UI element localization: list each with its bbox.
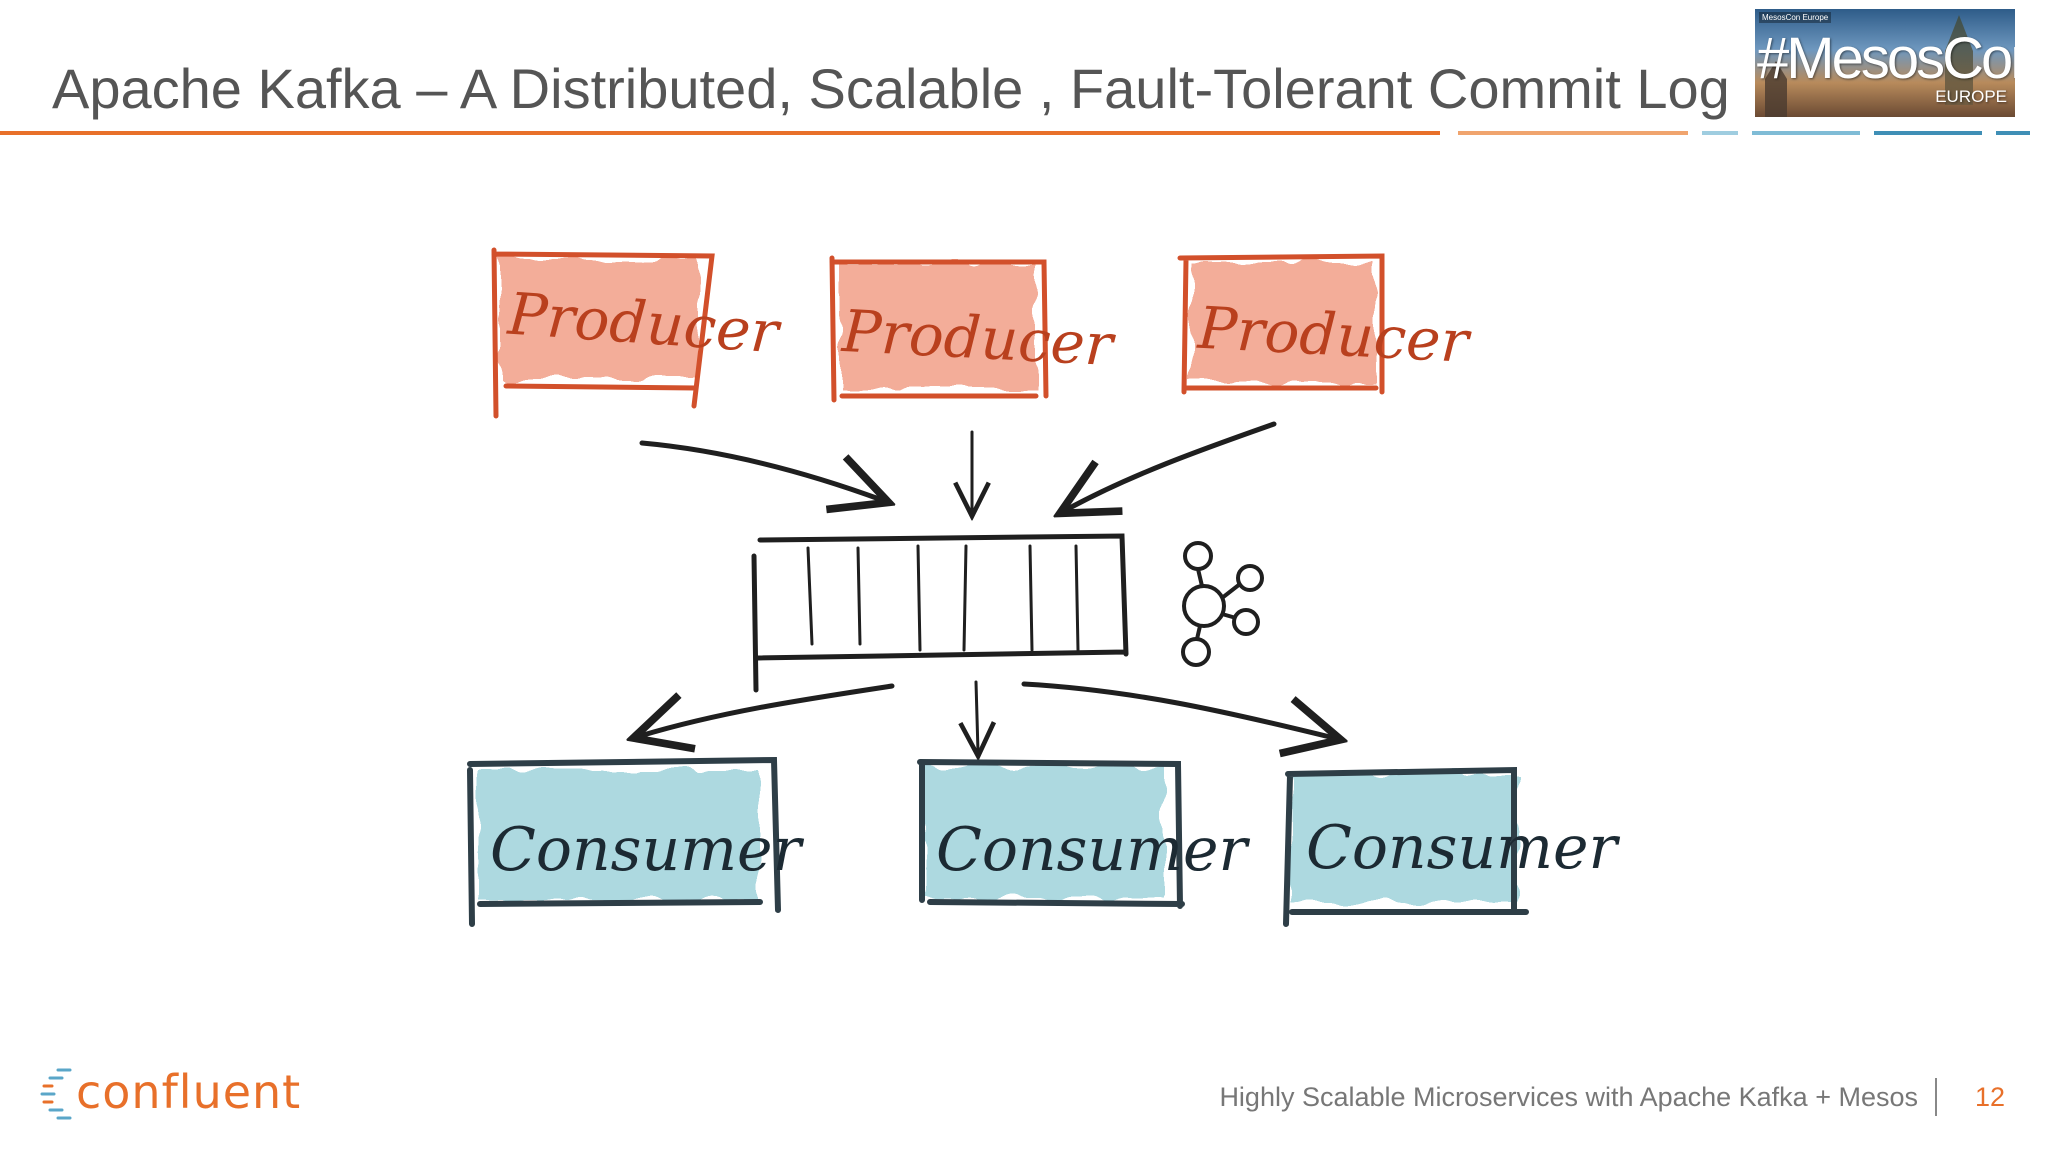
confluent-logo-icon [40, 1068, 72, 1120]
consumer-label-2: Consumer [936, 815, 1251, 885]
event-logo-main: #MesosCon [1757, 26, 2015, 91]
title-rule-blue-1 [1702, 131, 1738, 135]
arrow-producer3-to-log [1066, 421, 1277, 510]
slide-title: Apache Kafka – A Distributed, Scalable ,… [52, 57, 1730, 120]
title-rule-orange-light [1458, 131, 1688, 135]
footer-talk-title: Highly Scalable Microservices with Apach… [1219, 1082, 1918, 1112]
consumer-box-3: Consumer [1283, 766, 1621, 927]
confluent-brand: confluent [40, 1062, 301, 1122]
event-logo-small-label: MesosCon Europe [1759, 12, 1832, 23]
confluent-wordmark: confluent [76, 1065, 302, 1119]
producer-label-2: Producer [840, 297, 1118, 379]
title-rule-blue-2 [1752, 131, 1860, 135]
producer-box-2: Producer [829, 255, 1118, 403]
producer-label-3: Producer [1195, 294, 1473, 376]
commit-log [751, 533, 1129, 693]
arrow-log-to-consumer1 [640, 683, 895, 736]
consumer-box-2: Consumer [917, 759, 1251, 909]
title-rule-blue-3 [1874, 131, 1982, 135]
event-logo-sub: EUROPE [1935, 87, 2007, 106]
title-rule-orange [0, 131, 1440, 135]
footer-separator [1935, 1078, 1937, 1116]
logo-tower-shape [1765, 61, 1787, 117]
consumer-label-3: Consumer [1306, 813, 1621, 883]
title-rule-blue-4 [1996, 131, 2030, 135]
event-logo: MesosCon Europe #MesosCon EUROPE [1755, 9, 2015, 117]
consumer-label-1: Consumer [490, 815, 805, 885]
arrow-log-to-consumer2 [976, 680, 978, 752]
arrow-log-to-consumer3 [1021, 681, 1334, 738]
consumer-box-1: Consumer [467, 756, 805, 927]
producer-box-1: Producer [491, 247, 784, 419]
arrow-producer1-to-log [639, 440, 882, 500]
producer-box-3: Producer [1177, 253, 1473, 395]
page-number: 12 [1975, 1082, 2006, 1112]
kafka-logo-icon [1181, 541, 1264, 667]
